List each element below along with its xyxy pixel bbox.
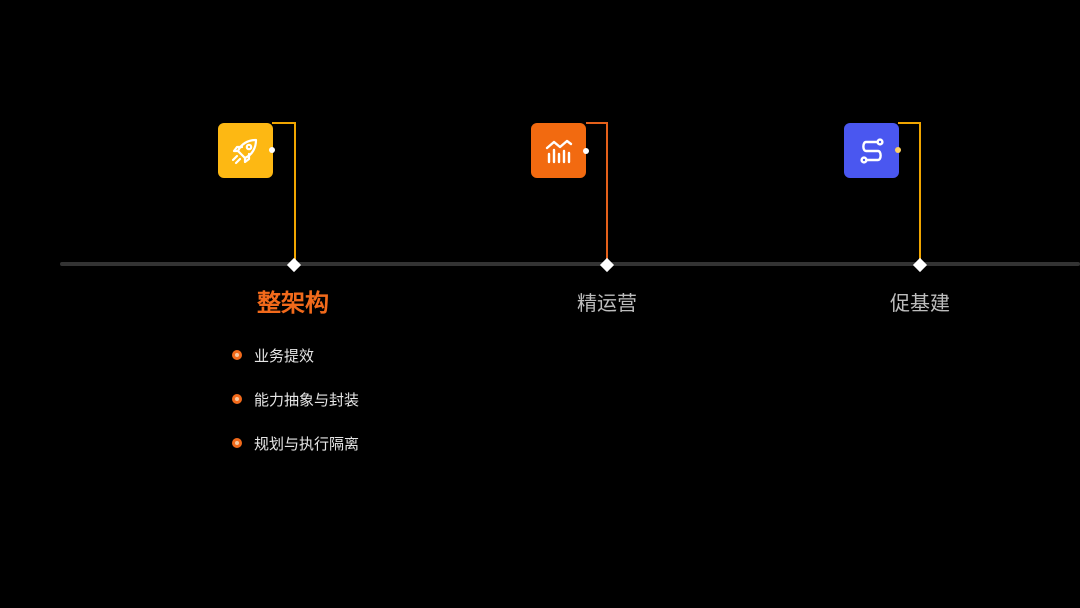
connector-vertical bbox=[919, 122, 921, 262]
list-item-text: 能力抽象与封装 bbox=[254, 390, 360, 409]
trend-chart-icon-tile[interactable] bbox=[531, 123, 586, 178]
route-icon-tile[interactable] bbox=[844, 123, 899, 178]
bullet-dot-icon bbox=[232, 438, 242, 448]
bullet-dot-icon bbox=[232, 350, 242, 360]
connector-horizontal bbox=[898, 122, 921, 124]
connector-vertical bbox=[294, 122, 296, 262]
connector-vertical bbox=[606, 122, 608, 262]
list-item-text: 业务提效 bbox=[254, 346, 315, 365]
rocket-icon bbox=[231, 138, 257, 164]
detail-list: 业务提效 能力抽象与封装 规划与执行隔离 bbox=[232, 343, 359, 475]
node-label-3[interactable]: 促基建 bbox=[890, 291, 950, 315]
list-item: 规划与执行隔离 bbox=[232, 431, 359, 455]
bullet-dot-icon bbox=[232, 394, 242, 404]
list-item: 业务提效 bbox=[232, 343, 359, 367]
route-icon bbox=[859, 137, 884, 164]
trend-chart-icon bbox=[545, 139, 572, 163]
node-label-1[interactable]: 整架构 bbox=[257, 289, 329, 317]
connector-horizontal bbox=[272, 122, 296, 124]
list-item: 能力抽象与封装 bbox=[232, 387, 359, 411]
node-label-2[interactable]: 精运营 bbox=[577, 291, 637, 315]
rocket-icon-tile[interactable] bbox=[218, 123, 273, 178]
connector-horizontal bbox=[586, 122, 608, 124]
list-item-text: 规划与执行隔离 bbox=[254, 434, 360, 453]
timeline-axis bbox=[60, 262, 1080, 266]
